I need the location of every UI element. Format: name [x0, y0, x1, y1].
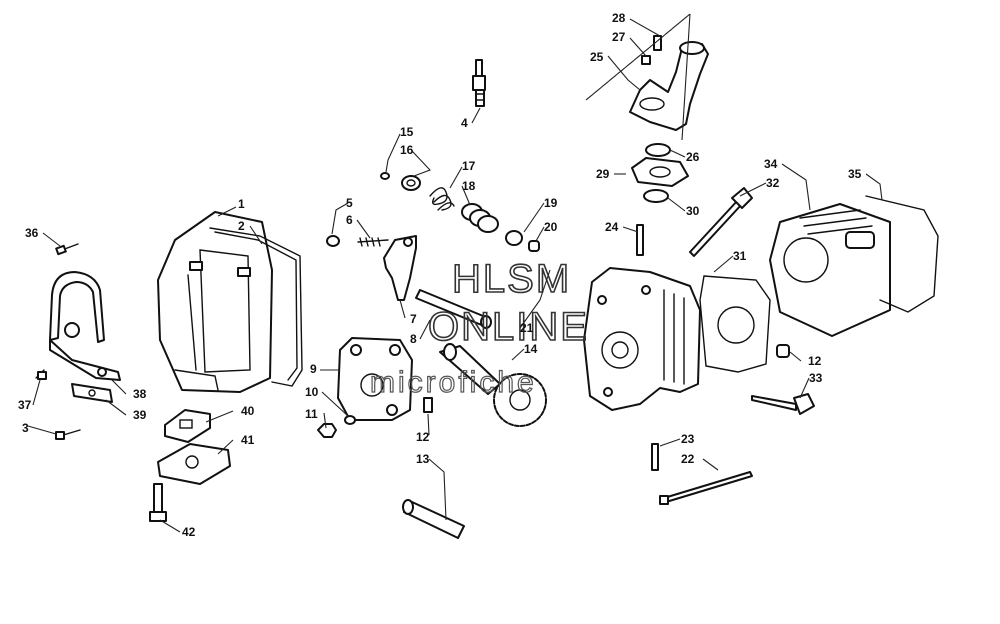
part-stud-24 — [636, 224, 644, 256]
callout-37: 37 — [18, 398, 32, 412]
part-gasket-31 — [699, 275, 771, 373]
callout-36: 36 — [25, 226, 39, 240]
part-screw-6 — [357, 237, 389, 247]
callout-13: 13 — [416, 452, 430, 466]
callout-9: 9 — [310, 362, 317, 376]
part-manifold-25 — [629, 41, 709, 131]
watermark-line-2: ONLINE — [428, 305, 589, 349]
part-oring-26 — [645, 143, 671, 157]
watermark-line-1: HLSM — [452, 257, 571, 301]
watermark: HLSM ONLINE microfiche — [369, 256, 589, 399]
part-washer-10 — [344, 415, 356, 425]
part-dowel-12a — [423, 397, 433, 413]
part-gasket-35 — [865, 195, 939, 313]
part-valve-33 — [751, 393, 815, 415]
callout-23: 23 — [681, 432, 695, 446]
callout-24: 24 — [605, 220, 619, 234]
callout-29: 29 — [596, 167, 610, 181]
part-insert-40 — [164, 409, 211, 443]
part-stud-23 — [651, 443, 659, 471]
part-bracket-41 — [157, 443, 231, 485]
callout-28: 28 — [612, 11, 626, 25]
callout-30: 30 — [686, 204, 700, 218]
part-head-cover-1 — [157, 211, 273, 393]
callout-17: 17 — [462, 159, 476, 173]
part-retainer-16 — [401, 175, 421, 191]
callout-labels: 1 2 3 4 5 6 7 8 9 10 11 12 13 14 15 16 1… — [18, 11, 862, 539]
callout-1: 1 — [238, 197, 245, 211]
callout-7: 7 — [410, 312, 417, 326]
callout-20: 20 — [544, 220, 558, 234]
watermark-line-3: microfiche — [370, 366, 537, 399]
part-valve-32 — [689, 187, 753, 257]
callout-26: 26 — [686, 150, 700, 164]
callout-42: 42 — [182, 525, 196, 539]
callout-19: 19 — [544, 196, 558, 210]
part-nut-5 — [326, 235, 340, 247]
leader-lines — [27, 13, 883, 533]
callout-34: 34 — [764, 157, 778, 171]
part-rocker-7 — [383, 235, 417, 301]
callout-22: 22 — [681, 452, 695, 466]
callout-6: 6 — [346, 213, 353, 227]
part-spark-plug-4 — [472, 59, 486, 107]
part-spring-17 — [429, 187, 455, 211]
callout-35: 35 — [848, 167, 862, 181]
part-bolt-28 — [653, 35, 662, 51]
part-bracket-38 — [49, 271, 121, 381]
callout-18: 18 — [462, 179, 476, 193]
part-nut-11 — [317, 423, 337, 438]
part-bolt-36 — [55, 243, 79, 256]
callout-27: 27 — [612, 30, 626, 44]
callout-33: 33 — [809, 371, 823, 385]
callout-12-right: 12 — [808, 354, 822, 368]
part-cylinder-34 — [769, 203, 891, 337]
callout-14: 14 — [524, 342, 538, 356]
part-bolt-3 — [55, 429, 81, 440]
callout-41: 41 — [241, 433, 255, 447]
callout-5: 5 — [346, 196, 353, 210]
callout-4: 4 — [461, 116, 468, 130]
callout-15: 15 — [400, 125, 414, 139]
callout-3: 3 — [22, 421, 29, 435]
callout-32: 32 — [766, 176, 780, 190]
part-gasket-2 — [209, 227, 303, 387]
part-bolt-42 — [149, 483, 167, 522]
callout-25: 25 — [590, 50, 604, 64]
part-holder-9 — [337, 337, 413, 421]
callout-12-left: 12 — [416, 430, 430, 444]
part-camshaft-14 — [439, 343, 547, 427]
callout-8: 8 — [410, 332, 417, 346]
callout-40: 40 — [241, 404, 255, 418]
callout-39: 39 — [133, 408, 147, 422]
part-oring-30 — [643, 189, 669, 203]
part-bolt-37 — [35, 369, 47, 380]
part-dowel-12b — [776, 344, 790, 358]
part-insulator-29 — [631, 157, 689, 187]
part-seat-19 — [505, 230, 523, 246]
part-stud-22 — [659, 471, 753, 505]
part-cotter-15 — [380, 172, 390, 180]
callout-10: 10 — [305, 385, 319, 399]
callout-21: 21 — [520, 321, 534, 335]
part-spring-18 — [461, 203, 499, 233]
callout-16: 16 — [400, 143, 414, 157]
callout-31: 31 — [733, 249, 747, 263]
callout-38: 38 — [133, 387, 147, 401]
part-shaft-8 — [415, 289, 492, 329]
part-gasket-39 — [71, 383, 113, 403]
callout-11: 11 — [305, 407, 318, 421]
part-pin-13 — [402, 499, 465, 539]
part-seal-20 — [528, 240, 540, 252]
part-nut-27 — [641, 55, 651, 65]
part-cylinder-head — [583, 267, 701, 411]
callout-2: 2 — [238, 219, 245, 233]
